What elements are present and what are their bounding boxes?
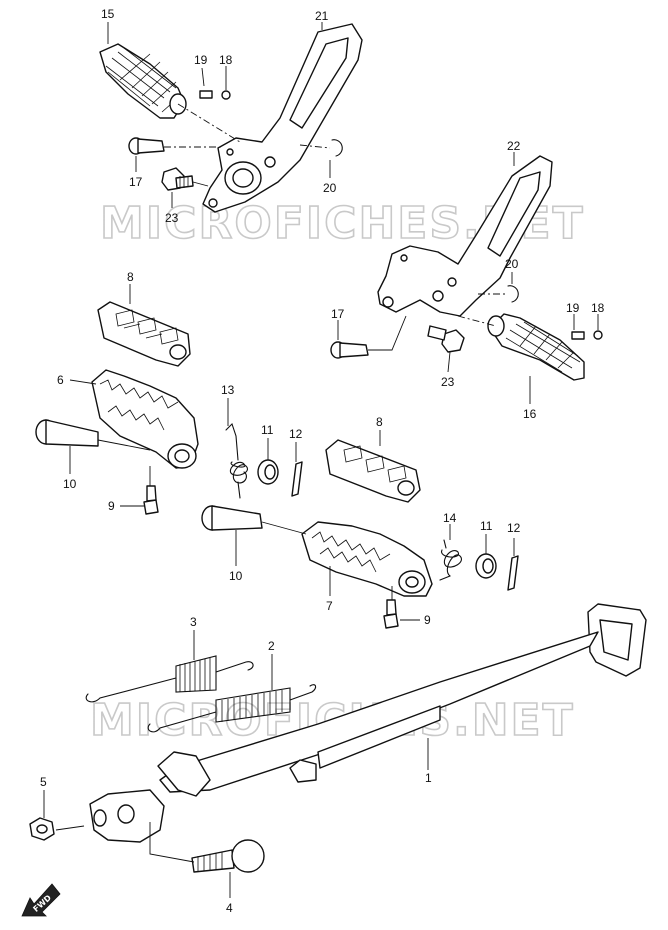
callout-2: 2 xyxy=(268,639,275,653)
callout-17-right: 17 xyxy=(331,307,345,321)
callout-19-top: 19 xyxy=(194,53,208,67)
eclip-20-top xyxy=(331,139,343,157)
callout-9-lower: 9 xyxy=(424,613,431,627)
bolt-17-right xyxy=(330,341,369,359)
callout-23-right: 23 xyxy=(441,375,455,389)
rear-footpeg-right xyxy=(487,313,585,381)
side-stand xyxy=(89,603,647,843)
pin-10-upper xyxy=(35,419,99,447)
callout-20-right: 20 xyxy=(505,257,519,271)
callout-11-lower: 11 xyxy=(480,519,493,533)
bolt-9-lower xyxy=(383,599,399,629)
bolt-4 xyxy=(191,839,265,873)
nut-5 xyxy=(29,817,55,841)
callout-4: 4 xyxy=(226,901,233,915)
pin-10-lower xyxy=(201,505,263,531)
eclip-20-right xyxy=(507,285,519,303)
bolt-23-top xyxy=(161,167,194,191)
callout-5: 5 xyxy=(40,775,47,789)
bolt-9-upper xyxy=(143,485,159,515)
callout-17-top: 17 xyxy=(129,175,143,189)
cotter-12-upper xyxy=(291,461,303,497)
rear-footrest-bracket-right xyxy=(377,155,553,317)
bolt-17-top xyxy=(128,137,165,155)
callout-9-upper: 9 xyxy=(108,499,115,513)
callout-16: 16 xyxy=(523,407,537,421)
callout-12-upper: 12 xyxy=(289,427,303,441)
callout-23-top: 23 xyxy=(165,211,179,225)
callout-19-right: 19 xyxy=(566,301,580,315)
rear-footpeg-left xyxy=(99,43,187,119)
callout-3: 3 xyxy=(190,615,197,629)
callout-21: 21 xyxy=(315,9,329,23)
spring-14 xyxy=(439,539,462,581)
clip-18-top xyxy=(221,90,231,100)
callout-8-upper: 8 xyxy=(127,270,134,284)
cotter-12-lower xyxy=(507,555,519,591)
callout-6: 6 xyxy=(57,373,64,387)
callout-11-upper: 11 xyxy=(261,423,274,437)
footpeg-rubber-8-upper xyxy=(97,301,191,367)
callout-13: 13 xyxy=(221,383,235,397)
callout-22: 22 xyxy=(507,139,521,153)
pin-19-top xyxy=(199,90,213,99)
callout-10-lower: 10 xyxy=(229,569,243,583)
spring-3 xyxy=(85,655,254,703)
clip-18-right xyxy=(593,330,603,340)
callout-8-lower: 8 xyxy=(376,415,383,429)
callout-18-right: 18 xyxy=(591,301,605,315)
callout-7: 7 xyxy=(326,599,333,613)
callout-1: 1 xyxy=(425,771,432,785)
fwd-arrow-icon: FWD xyxy=(21,883,61,917)
callout-15: 15 xyxy=(101,7,115,21)
rear-footrest-bracket-left xyxy=(202,23,363,213)
footpeg-6 xyxy=(91,369,199,469)
spring-13 xyxy=(225,422,248,499)
spring-2 xyxy=(147,684,317,733)
footpeg-rubber-8-lower xyxy=(325,439,421,503)
pin-19-right xyxy=(571,331,585,340)
callout-20-top: 20 xyxy=(323,181,337,195)
washer-11-lower xyxy=(475,553,497,579)
bolt-23-right xyxy=(427,325,465,353)
callout-18-top: 18 xyxy=(219,53,233,67)
callout-12-lower: 12 xyxy=(507,521,521,535)
footpeg-7 xyxy=(301,521,433,597)
washer-11-upper xyxy=(257,459,279,485)
callout-14: 14 xyxy=(443,511,457,525)
callout-10-upper: 10 xyxy=(63,477,77,491)
